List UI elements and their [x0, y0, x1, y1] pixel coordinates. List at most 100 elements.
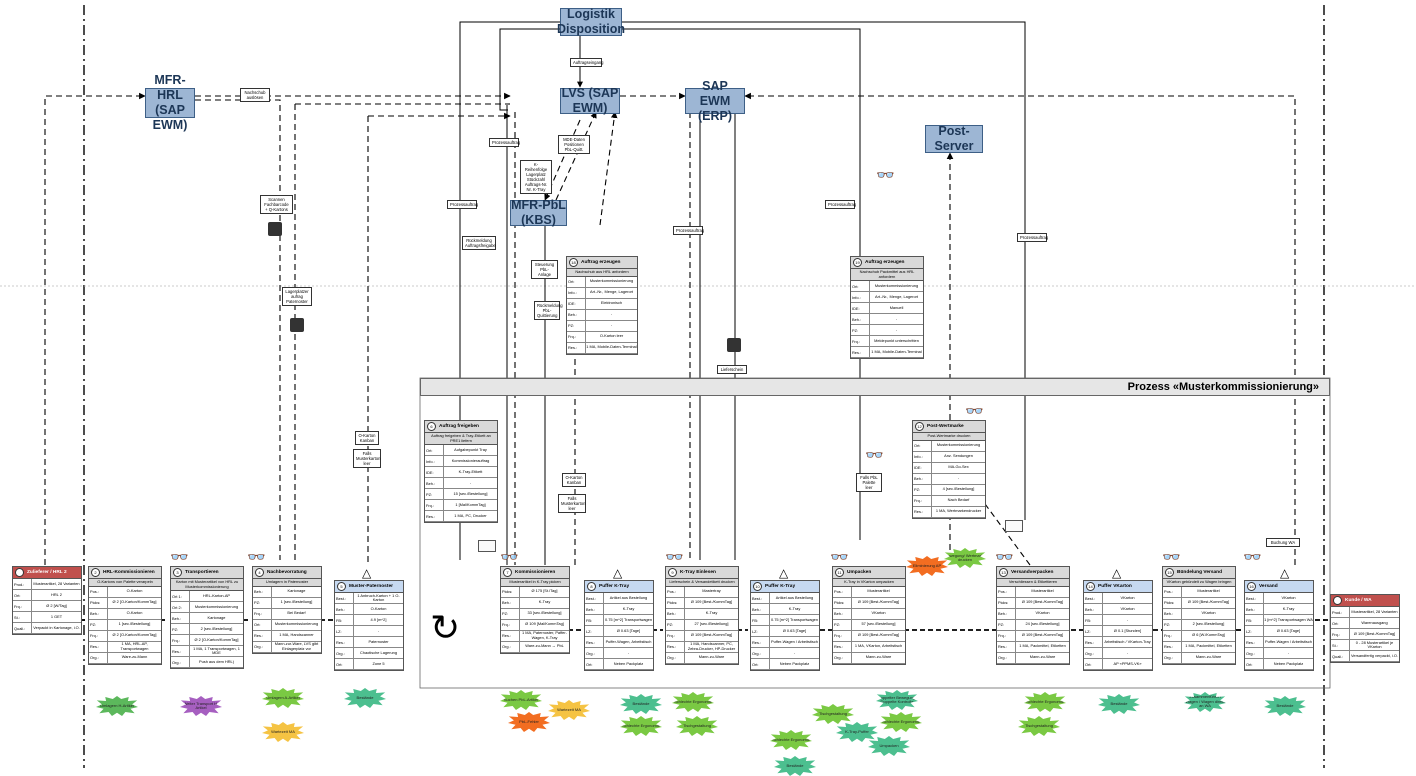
row-key: St.: — [1331, 640, 1350, 650]
system-post-server[interactable]: Post-Server — [925, 124, 983, 153]
process-card-c5[interactable]: 5 Muster-Paternoster Best.: 1 Anbruch-Ka… — [334, 580, 404, 671]
row-value: VKarton — [1120, 594, 1135, 600]
label-falls-pbl: Falls PbL Palette leer — [856, 473, 882, 492]
card-row: Frq.: Ø 6 [W./KommTag] — [1163, 630, 1235, 642]
row-value: Mann-zu-Ware — [1195, 654, 1222, 660]
row-value: Ø 109 [Best./KommTag] — [690, 632, 733, 638]
card-title: HRL-Kommissionieren — [103, 570, 155, 575]
card-row: Frq.: Nach Bedarf — [913, 495, 985, 507]
label-prozessauftrag-3: Prozessauftrag — [673, 226, 704, 235]
card-header: 17 Kunde / WA — [1331, 595, 1399, 607]
card-row: FB: 0.75 [m^2] Transportwagen — [751, 615, 819, 626]
card-row: PZ: 2 [sec./Bestellung] — [1163, 619, 1235, 631]
row-value: 4.9 [m^2] — [370, 616, 387, 622]
row-key: Ort 2: — [171, 602, 190, 612]
row-value: O-Karton — [370, 605, 387, 611]
card-row: PZ: 1 [sec./Bestellung] — [89, 619, 161, 631]
card-title: Umpacken — [847, 570, 872, 575]
card-row: Beh.: K-Tray — [666, 608, 738, 620]
row-value: 1 MA, Packmittel, Etiketten — [1019, 643, 1066, 649]
process-card-c1[interactable]: 1 Zulieferer / HRL 2 Prod.: Musterartike… — [12, 566, 82, 635]
card-row: Res.: 1 MA, Handscanner — [253, 630, 321, 642]
row-key: Picks: — [501, 586, 520, 597]
card-title: Bündelung Versand — [1177, 570, 1223, 575]
card-subtitle: Nachschub aus HRL anfordern — [567, 269, 637, 277]
row-key: FB: — [1245, 615, 1264, 625]
system-mfr-hrl[interactable]: MFR-HRL (SAP EWM) — [145, 73, 195, 132]
system-mfr-pbl[interactable]: MFR-PbL (KBS) — [510, 198, 567, 227]
row-value: Ø 109 [Mal/KommTag] — [525, 621, 564, 627]
row-value: Ø 109 [Best./KommTag] — [857, 632, 900, 638]
card-row: LZ: Ø 0.1 [Stunden] — [1084, 626, 1152, 637]
row-value: O-Karton — [126, 588, 143, 594]
card-row: PZ: 4 [sec./Bestellung] — [913, 484, 985, 496]
card-row: Org.: Ware-zu-Mann — [89, 652, 161, 664]
card-row: Frq.: Bei Bedarf — [253, 608, 321, 620]
waste-burst: Schlechte Ergonomie — [770, 730, 812, 750]
row-value: - — [793, 649, 796, 655]
process-card-c8[interactable]: 8 Puffer K-Tray Best.: Artikel aus Beste… — [584, 580, 654, 671]
waste-burst: Umlagern A-Artikel — [262, 688, 304, 708]
card-header: 4 Nachbevorratung — [253, 567, 321, 579]
process-card-c14[interactable]: 14 Puffer VKarton Best.: VKarton Beh.: V… — [1083, 580, 1153, 671]
row-value: Ø 175 [St./Tag] — [531, 588, 558, 594]
process-card-c17[interactable]: 17 Kunde / WA Prod.: Musterartikel, 28 V… — [1330, 594, 1400, 663]
card-title: Post-Wertmarke — [927, 424, 964, 429]
card-row: Org.: Mann-zu-Ware — [1163, 652, 1235, 664]
row-value: Ø 2 [O-Karton/KommTag] — [112, 632, 157, 638]
row-value: Kartonage — [287, 588, 306, 594]
card-row: PZ: 57 [sec./Bestellung] — [833, 619, 905, 631]
process-card-c16[interactable]: 16 Versand Best.: VKarton Beh.: K-Tray F… — [1244, 580, 1314, 671]
row-key: Res.: — [913, 506, 932, 517]
card-row: Frq.: Ø 109 [Best./KommTag] — [1331, 629, 1399, 640]
row-key: Ort: — [1245, 659, 1264, 669]
card-row: Best.: Artikel aus Bestellung — [585, 593, 653, 604]
system-logistik-disposition[interactable]: Logistik Disposition — [556, 7, 626, 36]
card-row: Ort: Musterkommissionierung — [253, 619, 321, 631]
system-sap-ewm-erp[interactable]: SAP EWM (ERP) — [685, 79, 745, 123]
card-header: 15 Bündelung Versand — [1163, 567, 1235, 579]
row-value: Artikel aus Bestellung — [609, 594, 648, 600]
row-value: 1 MA, VKarton, Arbeitstisch — [854, 643, 903, 649]
step-number: 3 — [173, 568, 182, 577]
row-key: Beh.: — [171, 613, 190, 623]
label-kreihenfolge: K-Reihenfolge Lagerplatz Stückzahl Auftr… — [520, 160, 552, 194]
row-key: Res.: — [171, 646, 190, 656]
card-row: FB: 0.75 [m^2] Transportwagen — [585, 615, 653, 626]
row-key: Beh.: — [997, 608, 1016, 619]
card-row: LZ: Ø 0.63 [Tage] — [585, 626, 653, 637]
row-key: Info.: — [567, 287, 586, 298]
process-card-c10[interactable]: 10 Puffer K-Tray Best.: Artikel aus Best… — [750, 580, 820, 671]
row-value: 1 [sec./Bestellung] — [280, 599, 313, 605]
card-row: Best.: Artikel aus Bestellung — [751, 593, 819, 604]
system-lvs[interactable]: LVS (SAP EWM) — [560, 86, 620, 115]
row-key: LZ: — [585, 626, 604, 636]
card-row: Info.: Art.-Nr., Menge, Lagerort — [567, 287, 637, 299]
card-row: PZ: - — [851, 325, 923, 336]
warning-triangle-icon: △ — [362, 566, 372, 580]
row-value: VKarton — [871, 610, 886, 616]
waste-burst: Bestände — [620, 694, 662, 714]
card-row: Res.: Puffer-Wagen, Arbeitstisch — [585, 637, 653, 648]
card-row: Res.: 1 MA, PC, Drucker — [425, 511, 497, 522]
row-key: Frq.: — [666, 630, 685, 641]
scanner-icon — [727, 338, 741, 352]
waste-burst: Eliminierung AP — [906, 556, 948, 576]
label-rueckmeldung-pbl: Rückmeldung PbL-Quittierung — [534, 301, 563, 320]
card-title: Auftrag erzeugen — [581, 260, 621, 265]
row-key: Org.: — [666, 652, 685, 663]
row-key: Ort: — [1331, 618, 1350, 628]
row-value: 1 MA, Handscanner — [279, 632, 314, 638]
